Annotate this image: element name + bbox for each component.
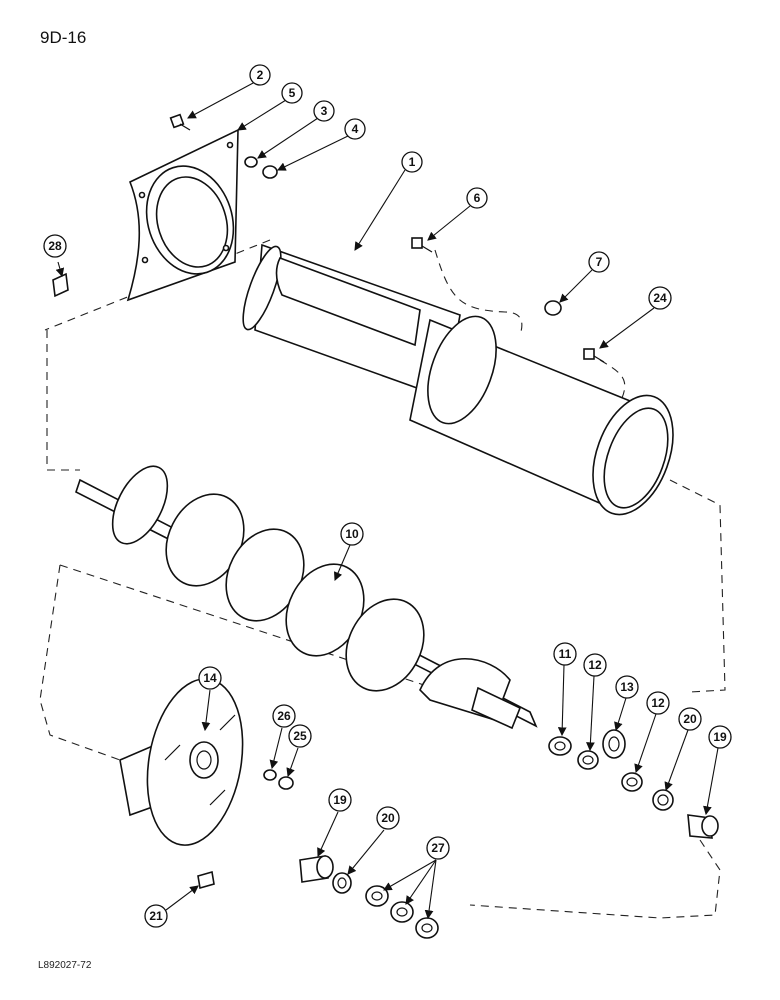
svg-text:26: 26 <box>277 709 291 723</box>
svg-text:6: 6 <box>474 191 481 205</box>
callout-19-b: 19 <box>328 788 352 812</box>
svg-text:25: 25 <box>293 729 307 743</box>
callout-20-a: 20 <box>678 707 702 731</box>
svg-text:21: 21 <box>149 909 163 923</box>
washer-12-a <box>577 750 599 770</box>
callout-28: 28 <box>43 234 67 258</box>
callout-6: 6 <box>466 187 488 209</box>
clip-28 <box>52 272 69 298</box>
svg-text:1: 1 <box>409 155 416 169</box>
nut-25 <box>278 776 294 790</box>
callout-5: 5 <box>281 82 303 104</box>
bearing-13 <box>602 729 626 759</box>
svg-text:10: 10 <box>345 527 359 541</box>
auger-flighting <box>75 465 538 730</box>
nut-7 <box>544 300 562 316</box>
callouts: 2 5 3 4 1 6 7 24 28 10 11 12 13 12 20 19… <box>43 64 732 928</box>
callout-26: 26 <box>272 704 296 728</box>
bearing-19-b <box>299 855 334 883</box>
callout-4: 4 <box>344 118 366 140</box>
figure-id: L892027-72 <box>38 960 92 971</box>
washer-27-c <box>415 917 439 939</box>
hardware-dash-1 <box>434 249 523 336</box>
callout-7: 7 <box>588 251 610 273</box>
callout-24: 24 <box>648 286 672 310</box>
washer-11 <box>548 736 572 756</box>
flange-hub <box>119 678 244 846</box>
bolt-2 <box>169 113 191 131</box>
bolt-24 <box>583 348 605 363</box>
svg-text:7: 7 <box>596 255 603 269</box>
bushing-20-b <box>332 872 352 894</box>
svg-text:12: 12 <box>588 658 602 672</box>
svg-text:27: 27 <box>431 841 445 855</box>
auger-tube <box>242 243 674 516</box>
svg-text:5: 5 <box>289 86 296 100</box>
callout-3: 3 <box>313 100 335 122</box>
svg-text:12: 12 <box>651 696 665 710</box>
washer-27-a <box>365 885 389 907</box>
washer-27-b <box>390 901 414 923</box>
callout-25: 25 <box>288 724 312 748</box>
assembly-dash-upper <box>44 239 726 693</box>
leader-lines <box>55 81 719 920</box>
svg-text:28: 28 <box>48 239 62 253</box>
svg-text:2: 2 <box>257 68 264 82</box>
callout-10: 10 <box>340 522 364 546</box>
callout-14: 14 <box>198 666 222 690</box>
svg-text:14: 14 <box>203 671 217 685</box>
callout-12-a: 12 <box>583 653 607 677</box>
callout-13: 13 <box>615 675 639 699</box>
callout-12-b: 12 <box>646 691 670 715</box>
callout-27: 27 <box>426 836 450 860</box>
svg-text:3: 3 <box>321 104 328 118</box>
bushing-20-a <box>652 789 674 811</box>
callout-1: 1 <box>401 151 423 173</box>
callout-11: 11 <box>553 642 577 666</box>
callout-19-a: 19 <box>708 725 732 749</box>
bolt-6 <box>411 237 433 253</box>
nut-4 <box>262 165 278 179</box>
washer-12-b <box>621 772 643 792</box>
svg-text:24: 24 <box>653 291 667 305</box>
svg-text:20: 20 <box>683 712 697 726</box>
callout-2: 2 <box>249 64 271 86</box>
svg-text:13: 13 <box>620 680 634 694</box>
hardware-dash-2 <box>599 359 626 399</box>
bearing-19-a <box>687 814 719 839</box>
svg-text:20: 20 <box>381 811 395 825</box>
callout-20-b: 20 <box>376 806 400 830</box>
svg-text:19: 19 <box>333 793 347 807</box>
grease-fitting-21 <box>197 870 215 890</box>
callout-21: 21 <box>144 904 168 928</box>
nut-26 <box>263 769 277 781</box>
page-number: 9D-16 <box>40 28 87 47</box>
mounting-plate <box>126 128 239 302</box>
svg-text:4: 4 <box>352 122 359 136</box>
svg-text:11: 11 <box>559 647 572 661</box>
nut-3 <box>244 156 258 168</box>
svg-text:19: 19 <box>713 730 727 744</box>
